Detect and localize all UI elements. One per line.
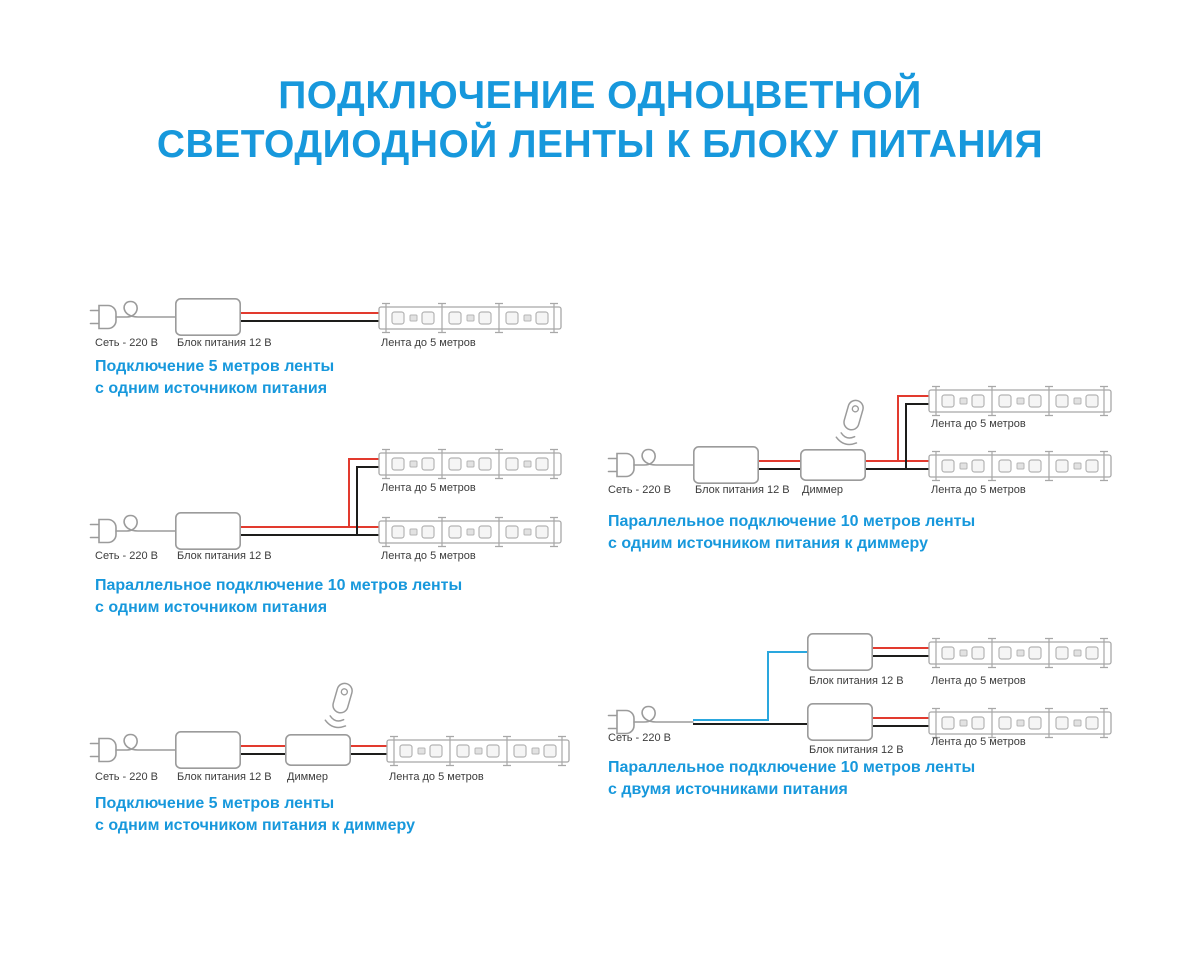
power-plug-icon (89, 300, 176, 330)
psu-box (692, 445, 760, 485)
label-mains: Сеть - 220 В (608, 484, 671, 496)
psu-box (175, 730, 242, 770)
label-mains: Сеть - 220 В (95, 771, 158, 783)
power-plug-icon (607, 705, 694, 735)
label-dimmer: Диммер (287, 771, 328, 783)
label-mains: Сеть - 220 В (95, 550, 158, 562)
page-title-line-1: ПОДКЛЮЧЕНИЕ ОДНОЦВЕТНОЙ (278, 72, 922, 117)
caption-line-1: Подключение 5 метров ленты (95, 795, 334, 812)
led-strip (386, 735, 570, 767)
caption-line-1: Подключение 5 метров ленты (95, 358, 334, 375)
label-psu-2: Блок питания 12 В (809, 744, 904, 756)
label-strip: Лента до 5 метров (389, 771, 484, 783)
label-strip-1: Лента до 5 метров (931, 675, 1026, 687)
led-strip-1 (928, 385, 1112, 417)
led-strip-1 (928, 637, 1112, 669)
dimmer-box (284, 733, 352, 767)
caption-line-1: Параллельное подключение 10 метров ленты (608, 759, 975, 776)
led-strip-1 (378, 448, 562, 480)
led-strip-2 (928, 450, 1112, 482)
label-dimmer: Диммер (802, 484, 843, 496)
label-mains: Сеть - 220 В (608, 732, 671, 744)
wire-negative (240, 466, 380, 536)
diagram-10m-parallel-one-psu-dimmer: Лента до 5 метров Сеть - 220 В Блок пита… (607, 385, 1112, 552)
caption-line-2: с одним источником питания к диммеру (608, 535, 928, 552)
remote-icon (834, 397, 869, 448)
wire-positive (240, 458, 380, 528)
led-strip (378, 302, 562, 334)
label-mains: Сеть - 220 В (95, 337, 158, 349)
diagram-10m-parallel-one-psu: Лента до 5 метров Сеть - 220 В Блок пита… (89, 448, 562, 616)
caption-line-1: Параллельное подключение 10 метров ленты (608, 513, 975, 530)
page-title-line-2: СВЕТОДИОДНОЙ ЛЕНТЫ К БЛОКУ ПИТАНИЯ (157, 121, 1043, 166)
label-psu-1: Блок питания 12 В (809, 675, 904, 687)
label-strip-1: Лента до 5 метров (381, 482, 476, 494)
led-strip-2 (928, 707, 1112, 739)
power-plug-icon (607, 448, 694, 478)
caption-line-2: с двумя источниками питания (608, 781, 848, 798)
label-strip-2: Лента до 5 метров (381, 550, 476, 562)
dimmer-box (799, 448, 867, 482)
caption-line-2: с одним источником питания (95, 380, 327, 397)
psu-box (175, 511, 242, 551)
label-strip: Лента до 5 метров (381, 337, 476, 349)
label-strip-2: Лента до 5 метров (931, 736, 1026, 748)
power-plug-icon (89, 514, 176, 544)
wire-negative (758, 403, 930, 470)
label-strip-2: Лента до 5 метров (931, 484, 1026, 496)
remote-icon (323, 680, 358, 731)
label-psu: Блок питания 12 В (177, 337, 272, 349)
psu-box-1 (806, 632, 874, 672)
caption-line-2: с одним источником питания к диммеру (95, 817, 415, 834)
diagram-5m-one-psu: Сеть - 220 В Блок питания 12 В Лента до … (89, 297, 562, 397)
wire-positive (758, 395, 930, 462)
label-strip-1: Лента до 5 метров (931, 418, 1026, 430)
power-plug-icon (89, 733, 176, 763)
wire-mains-blue (693, 651, 808, 721)
caption-line-1: Параллельное подключение 10 метров ленты (95, 577, 462, 594)
label-psu: Блок питания 12 В (177, 771, 272, 783)
caption-line-2: с одним источником питания (95, 599, 327, 616)
led-strip-2 (378, 516, 562, 548)
psu-box (175, 297, 242, 337)
label-psu: Блок питания 12 В (177, 550, 272, 562)
diagram-10m-parallel-two-psu: Блок питания 12 В Лента до 5 метров Сеть… (607, 632, 1112, 798)
label-psu: Блок питания 12 В (695, 484, 790, 496)
psu-box-2 (806, 702, 874, 742)
diagram-5m-one-psu-dimmer: Сеть - 220 В Блок питания 12 В Диммер Ле… (89, 680, 570, 834)
